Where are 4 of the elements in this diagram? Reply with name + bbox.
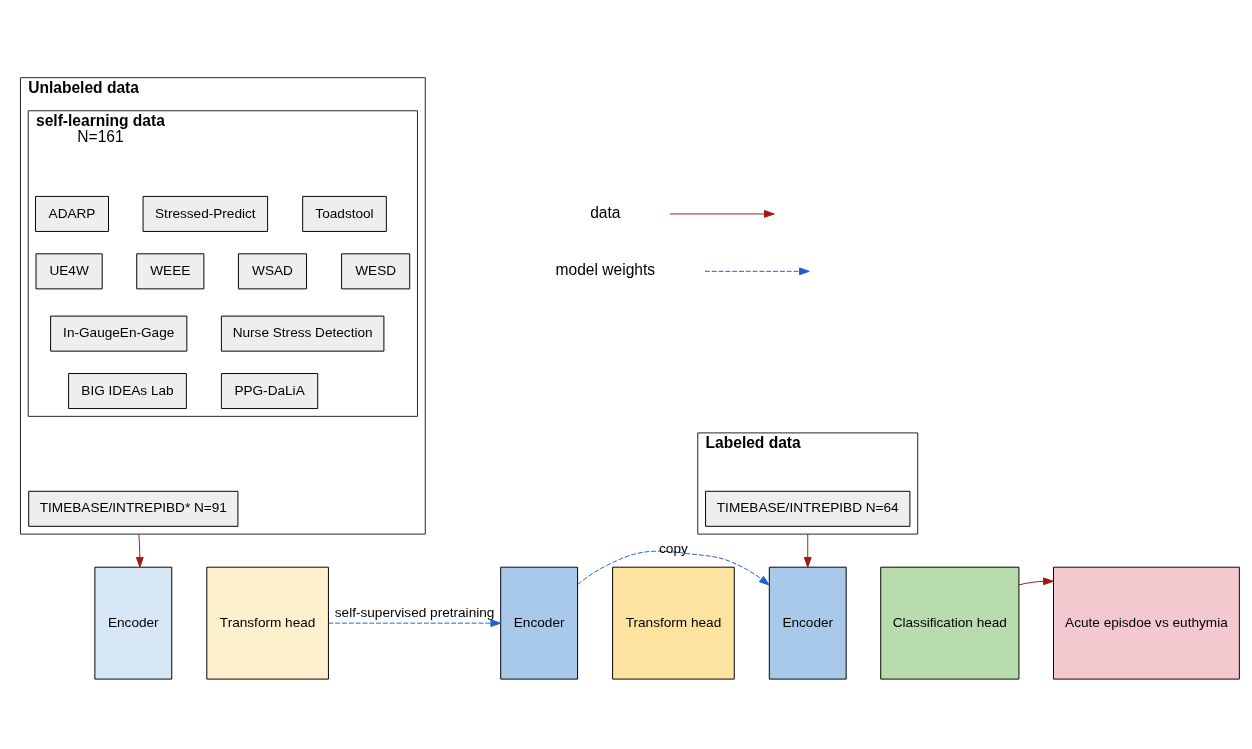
legend-label: model weights — [555, 261, 656, 279]
legend-label: data — [590, 203, 621, 221]
edge-label: copy — [659, 540, 688, 556]
edge-label: self-supervised pretraining — [334, 604, 495, 620]
